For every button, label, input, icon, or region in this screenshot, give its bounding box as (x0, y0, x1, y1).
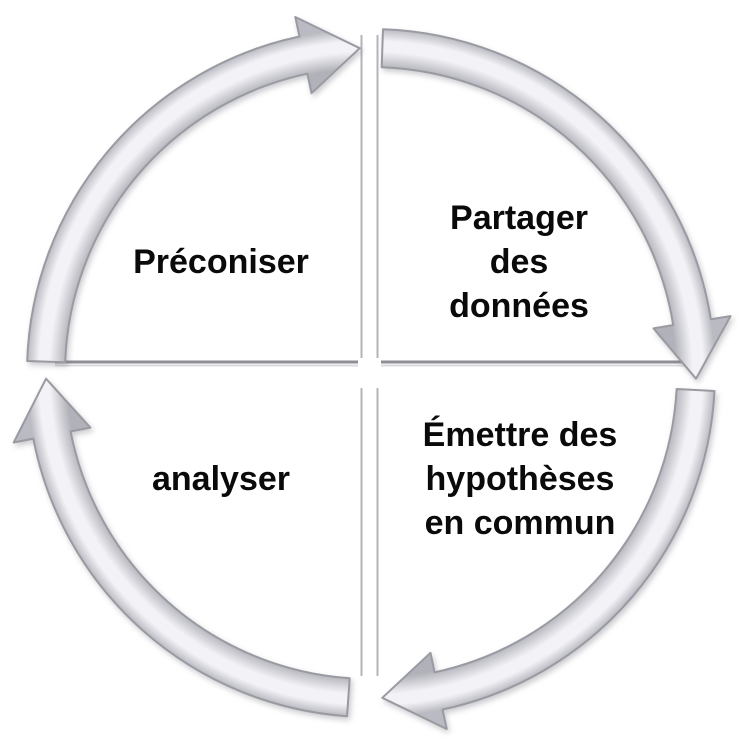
label-line: Préconiser (133, 243, 309, 281)
quadrant-label-analyser: analyser (152, 457, 290, 501)
label-line: en commun (424, 504, 616, 542)
cycle-arrow-top-right (380, 28, 732, 380)
cycle-arrow-bottom-left (12, 377, 351, 718)
label-line: des (489, 243, 549, 281)
label-line: analyser (152, 460, 290, 498)
label-line: hypothèses (425, 460, 615, 498)
label-line: Partager (450, 199, 588, 237)
cycle-arrows (12, 16, 732, 730)
quadrant-label-preconiser: Préconiser (133, 240, 309, 284)
label-line: données (449, 287, 589, 325)
label-line: Émettre des (422, 416, 618, 454)
cycle-arrow-top-left (26, 16, 361, 364)
quadrant-label-partager-des-donnees: Partager des données (449, 196, 589, 328)
cycle-arrow-bottom-right (381, 388, 716, 730)
quadrant-label-emettre-des-hypotheses: Émettre des hypothèses en commun (423, 413, 618, 545)
